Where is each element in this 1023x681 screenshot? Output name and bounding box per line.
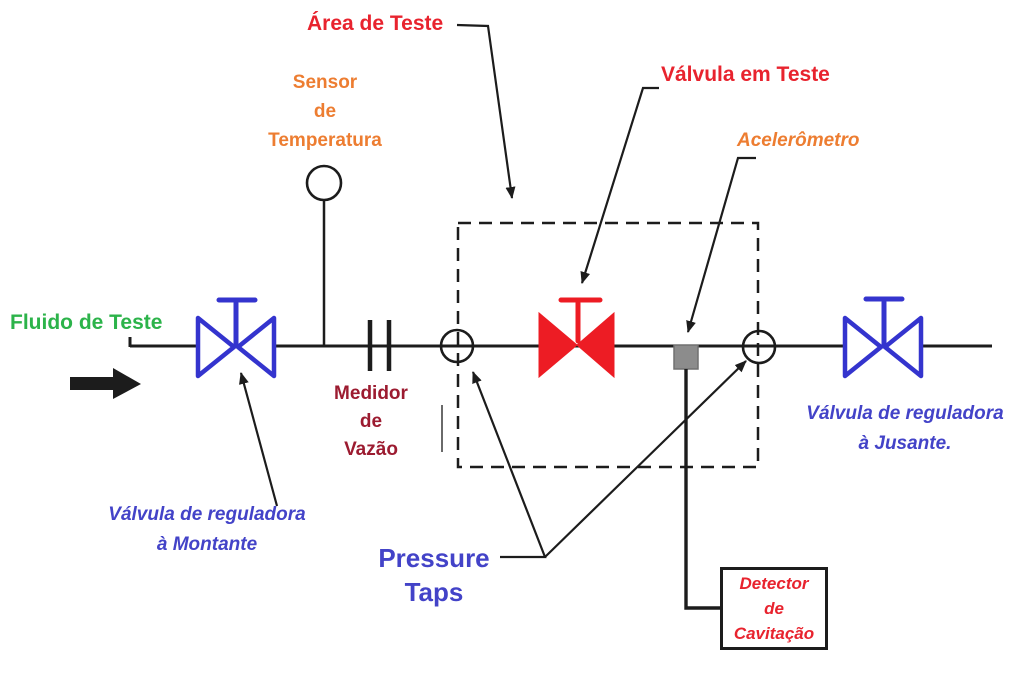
cavitation-detector-label-line3: Cavitação: [733, 624, 815, 643]
leader-valve-under-test: [580, 86, 659, 284]
flow-meter-symbol: [367, 320, 392, 371]
flow-direction-arrow-icon: [70, 368, 141, 399]
temperature-sensor-label-line2: de: [313, 101, 337, 122]
leader-accelerometer: [686, 156, 756, 333]
leader-upstream-valve: [239, 372, 279, 507]
test-fluid-label: Fluido de Teste: [10, 311, 163, 334]
upstream-valve-symbol: [195, 297, 277, 379]
leader-pressure-tap-upstream: [471, 371, 547, 559]
detector-connector-line: [684, 369, 720, 610]
cavitation-detector-label-line1: Detector: [739, 574, 809, 593]
valve-under-test-label: Válvula em Teste: [661, 63, 830, 86]
upstream-valve-label: Válvula de reguladora à Montante: [77, 500, 337, 560]
temperature-sensor-label: Sensor de Temperatura: [255, 68, 395, 155]
pressure-tap-upstream-circle: [439, 328, 475, 364]
downstream-valve-symbol: [842, 296, 924, 379]
flow-meter-label: Medidor de Vazão: [301, 380, 441, 464]
leader-test-area: [456, 23, 516, 199]
downstream-valve-label-line2: à Jusante.: [858, 433, 952, 454]
cavitation-detector-box: Detector de Cavitação: [720, 567, 828, 650]
temperature-sensor-symbol: [305, 164, 343, 202]
flow-meter-label-line1: Medidor: [334, 383, 408, 404]
accelerometer-symbol: [673, 344, 699, 370]
flow-meter-label-line3: Vazão: [344, 439, 398, 460]
downstream-valve-label-line1: Válvula de reguladora: [806, 403, 1004, 424]
leader-pressure-tap-downstream: [544, 360, 747, 558]
temperature-sensor-label-line3: Temperatura: [268, 130, 382, 151]
upstream-valve-label-line2: à Montante: [156, 534, 258, 555]
temperature-sensor-label-line1: Sensor: [292, 72, 358, 93]
accelerometer-label: Acelerômetro: [737, 130, 860, 151]
cavitation-detector-label-line2: de: [764, 599, 784, 618]
flow-meter-label-line2: de: [359, 411, 383, 432]
pressure-taps-label-line2: Taps: [404, 577, 464, 607]
upstream-valve-label-line1: Válvula de reguladora: [108, 504, 306, 525]
pressure-taps-label: Pressure Taps: [374, 541, 494, 609]
downstream-valve-label: Válvula de reguladora à Jusante.: [775, 399, 1023, 459]
test-area-boundary: [456, 221, 760, 469]
test-valve-symbol: [538, 297, 615, 379]
test-area-label: Área de Teste: [307, 12, 444, 35]
pressure-tap-downstream-circle: [741, 329, 777, 365]
pressure-taps-label-line1: Pressure: [378, 543, 490, 573]
